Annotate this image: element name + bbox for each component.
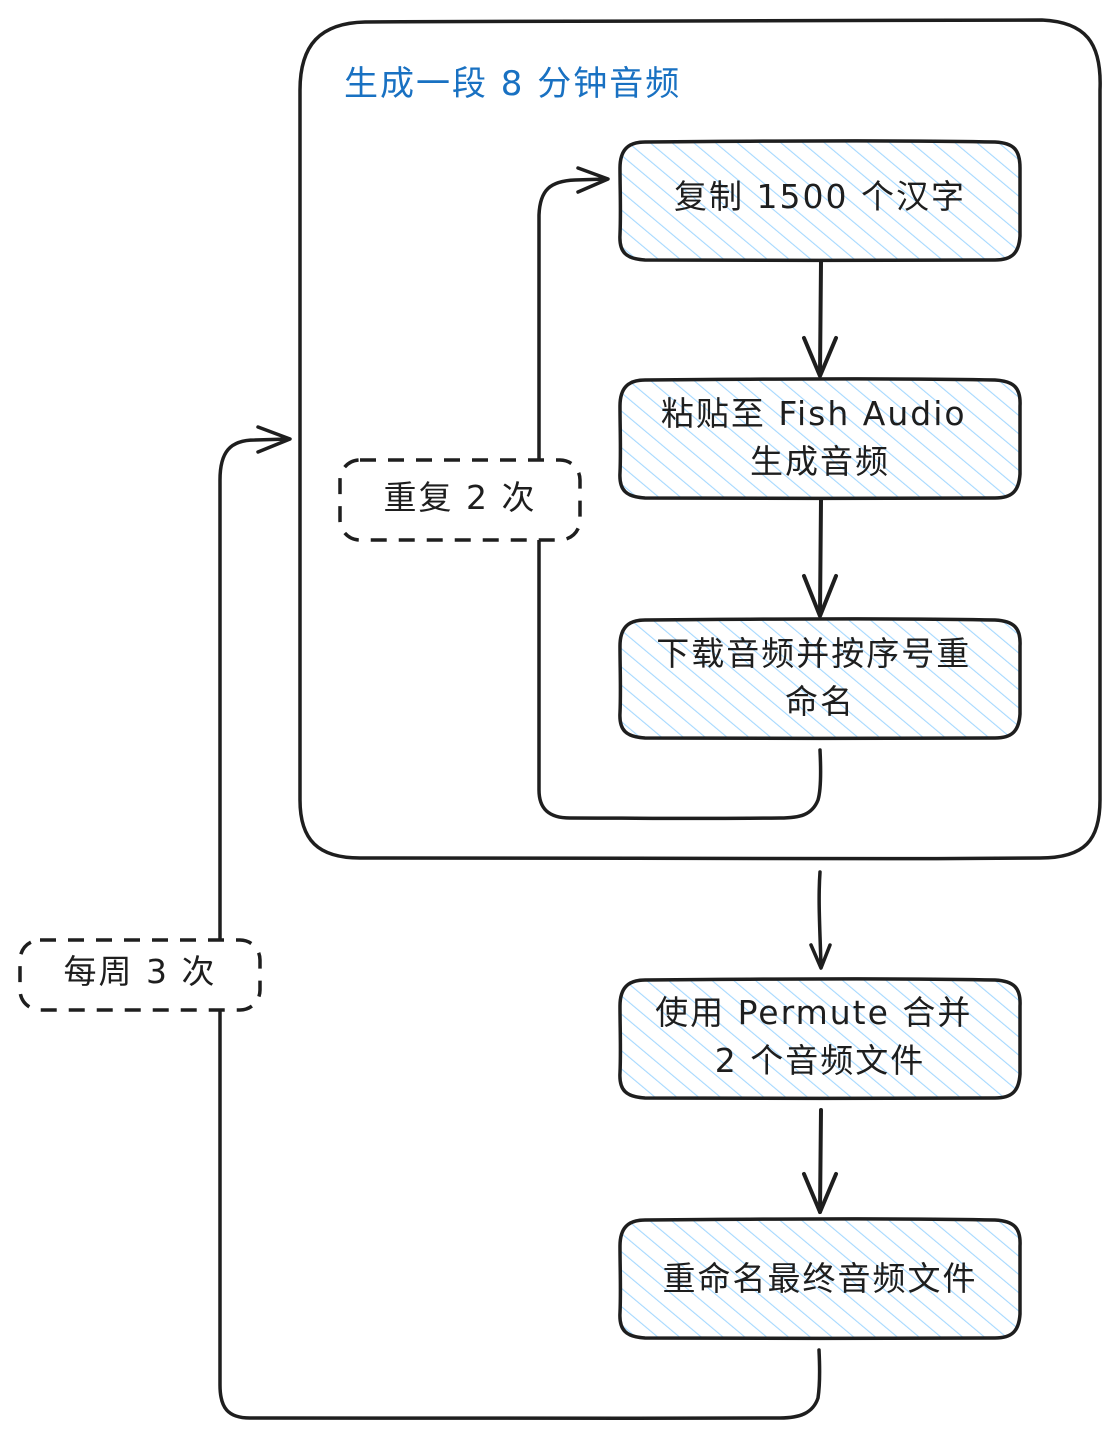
arrow-merge-to-rename[interactable] [802,1108,838,1214]
arrowhead-icon [802,336,838,378]
node-rename-final[interactable]: 重命名最终音频文件 [618,1217,1022,1341]
node-paste-to-fish-audio[interactable]: 粘贴至 Fish Audio 生成音频 [618,377,1022,501]
arrow-line [817,870,823,968]
group-container[interactable]: 生成一段 8 分钟音频 [298,17,1102,861]
arrow-group-to-merge[interactable] [809,870,832,970]
loop-label-outer-border [18,938,262,1012]
arrow-line [818,498,823,616]
loop-label-inner-text: 重复 2 次 [384,478,537,517]
arrow-copy-to-paste[interactable] [802,260,838,378]
node-paste-box [618,377,1022,501]
node-merge-label: 使用 Permute 合并 2 个音频文件 [655,993,985,1080]
node-copy-text[interactable]: 复制 1500 个汉字 [618,139,1022,263]
arrowhead-icon [809,943,832,970]
arrow-line [818,260,823,376]
arrow-loop-weekly[interactable] [217,425,822,1421]
arrowhead-icon [576,166,610,194]
node-download-box [618,617,1022,741]
arrowhead-icon [802,1172,838,1214]
loop-label-inner-border [338,458,582,542]
node-merge-box [618,977,1022,1101]
arrow-line [537,177,823,821]
node-rename-label: 重命名最终音频文件 [663,1259,978,1298]
group-border [298,17,1102,861]
loop-label-inner: 重复 2 次 [338,458,582,542]
arrow-paste-to-download[interactable] [802,498,838,618]
arrow-loop-repeat[interactable] [537,166,823,821]
node-merge-permute[interactable]: 使用 Permute 合并 2 个音频文件 [618,977,1022,1101]
loop-label-outer-text: 每周 3 次 [64,952,217,991]
arrow-line [217,437,822,1421]
group-title: 生成一段 8 分钟音频 [344,64,681,104]
node-download-label: 下载音频并按序号重 命名 [656,634,984,721]
arrowhead-icon [256,425,292,454]
node-rename-box [618,1217,1022,1341]
node-download-rename[interactable]: 下载音频并按序号重 命名 [618,617,1022,741]
arrowhead-icon [802,574,838,618]
node-paste-label: 粘贴至 Fish Audio 生成音频 [661,394,979,481]
node-copy-box [618,139,1022,263]
node-copy-label: 复制 1500 个汉字 [674,177,966,216]
loop-label-outer: 每周 3 次 [18,938,262,1012]
arrow-line [818,1108,823,1214]
